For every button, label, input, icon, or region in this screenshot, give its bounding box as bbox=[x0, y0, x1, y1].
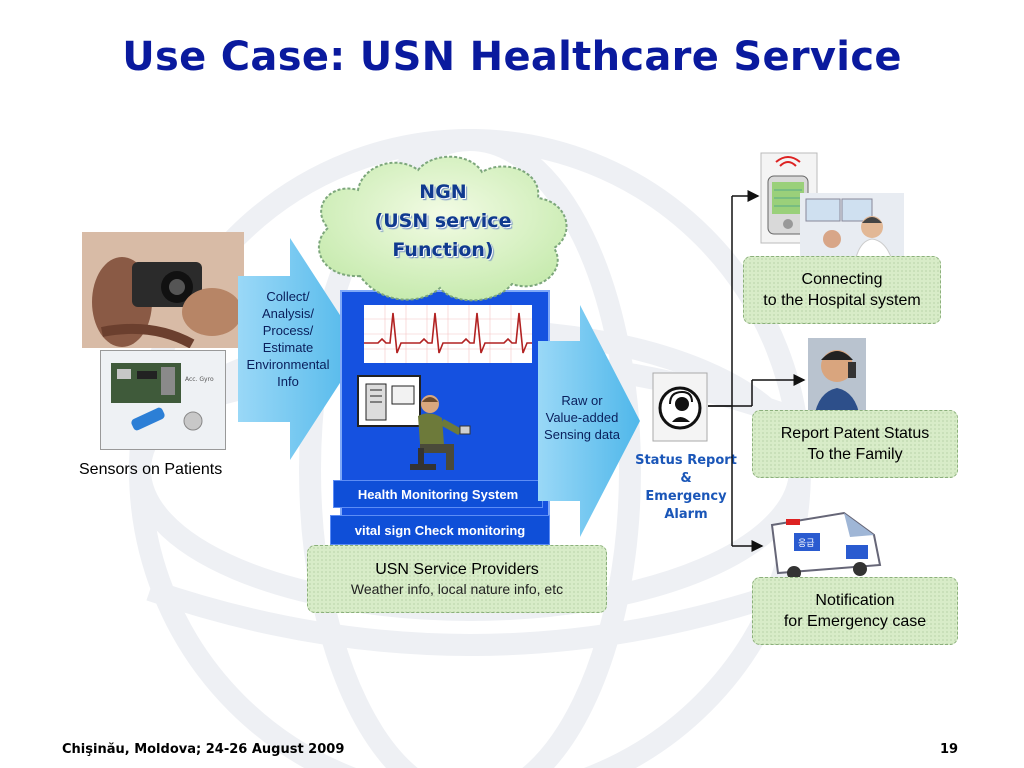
status-report-text: Status Report & Emergency Alarm bbox=[635, 453, 737, 522]
circuit-board-photo: Acc. Gyro bbox=[100, 350, 226, 450]
hospital-line1: Connecting bbox=[801, 271, 883, 288]
providers-subtitle: Weather info, local nature info, etc bbox=[350, 581, 564, 597]
usn-service-providers-box: USN Service Providers Weather info, loca… bbox=[307, 545, 607, 613]
ambulance-icon: 응급 bbox=[770, 511, 882, 580]
pda-icon bbox=[760, 152, 818, 244]
footer-location: Chişinău, Moldova; 24-26 August 2009 bbox=[62, 742, 345, 757]
providers-title: USN Service Providers bbox=[375, 561, 539, 578]
health-monitoring-label: Health Monitoring System bbox=[333, 480, 543, 508]
family-line2: To the Family bbox=[807, 446, 903, 463]
family-line1: Report Patent Status bbox=[780, 425, 930, 442]
headset-icon bbox=[652, 372, 708, 442]
hospital-output-box: Connecting to the Hospital system bbox=[743, 256, 941, 324]
doctor-photo bbox=[800, 193, 904, 267]
collect-arrow bbox=[238, 238, 362, 460]
collect-arrow-text: Collect/ Analysis/ Process/ Estimate Env… bbox=[246, 289, 330, 389]
ngn-cloud bbox=[317, 155, 568, 302]
family-output-box: Report Patent Status To the Family bbox=[752, 410, 958, 478]
raw-data-arrow bbox=[538, 305, 640, 537]
person-phone-photo bbox=[808, 338, 866, 418]
ecg-waveform bbox=[364, 305, 532, 363]
sensors-caption: Sensors on Patients bbox=[79, 461, 223, 478]
svg-text:Acc. Gyro: Acc. Gyro bbox=[185, 376, 214, 383]
hospital-line2: to the Hospital system bbox=[763, 292, 921, 309]
page-number: 19 bbox=[940, 742, 959, 757]
raw-data-arrow-text: Raw or Value-added Sensing data bbox=[544, 393, 620, 442]
vital-sign-label: vital sign Check monitoring bbox=[330, 515, 550, 545]
ngn-cloud-text: NGN (USN service Function) bbox=[374, 181, 512, 261]
camera-sensor-photo bbox=[82, 232, 244, 348]
emergency-line2: for Emergency case bbox=[783, 613, 927, 630]
connector-lines bbox=[708, 190, 806, 552]
slide-title: Use Case: USN Healthcare Service bbox=[122, 34, 902, 80]
emergency-output-box: Notification for Emergency case bbox=[752, 577, 958, 645]
emergency-line1: Notification bbox=[815, 592, 895, 609]
operator-figure bbox=[410, 395, 471, 470]
monitor-icon bbox=[357, 375, 421, 427]
svg-text:응급: 응급 bbox=[798, 538, 815, 549]
